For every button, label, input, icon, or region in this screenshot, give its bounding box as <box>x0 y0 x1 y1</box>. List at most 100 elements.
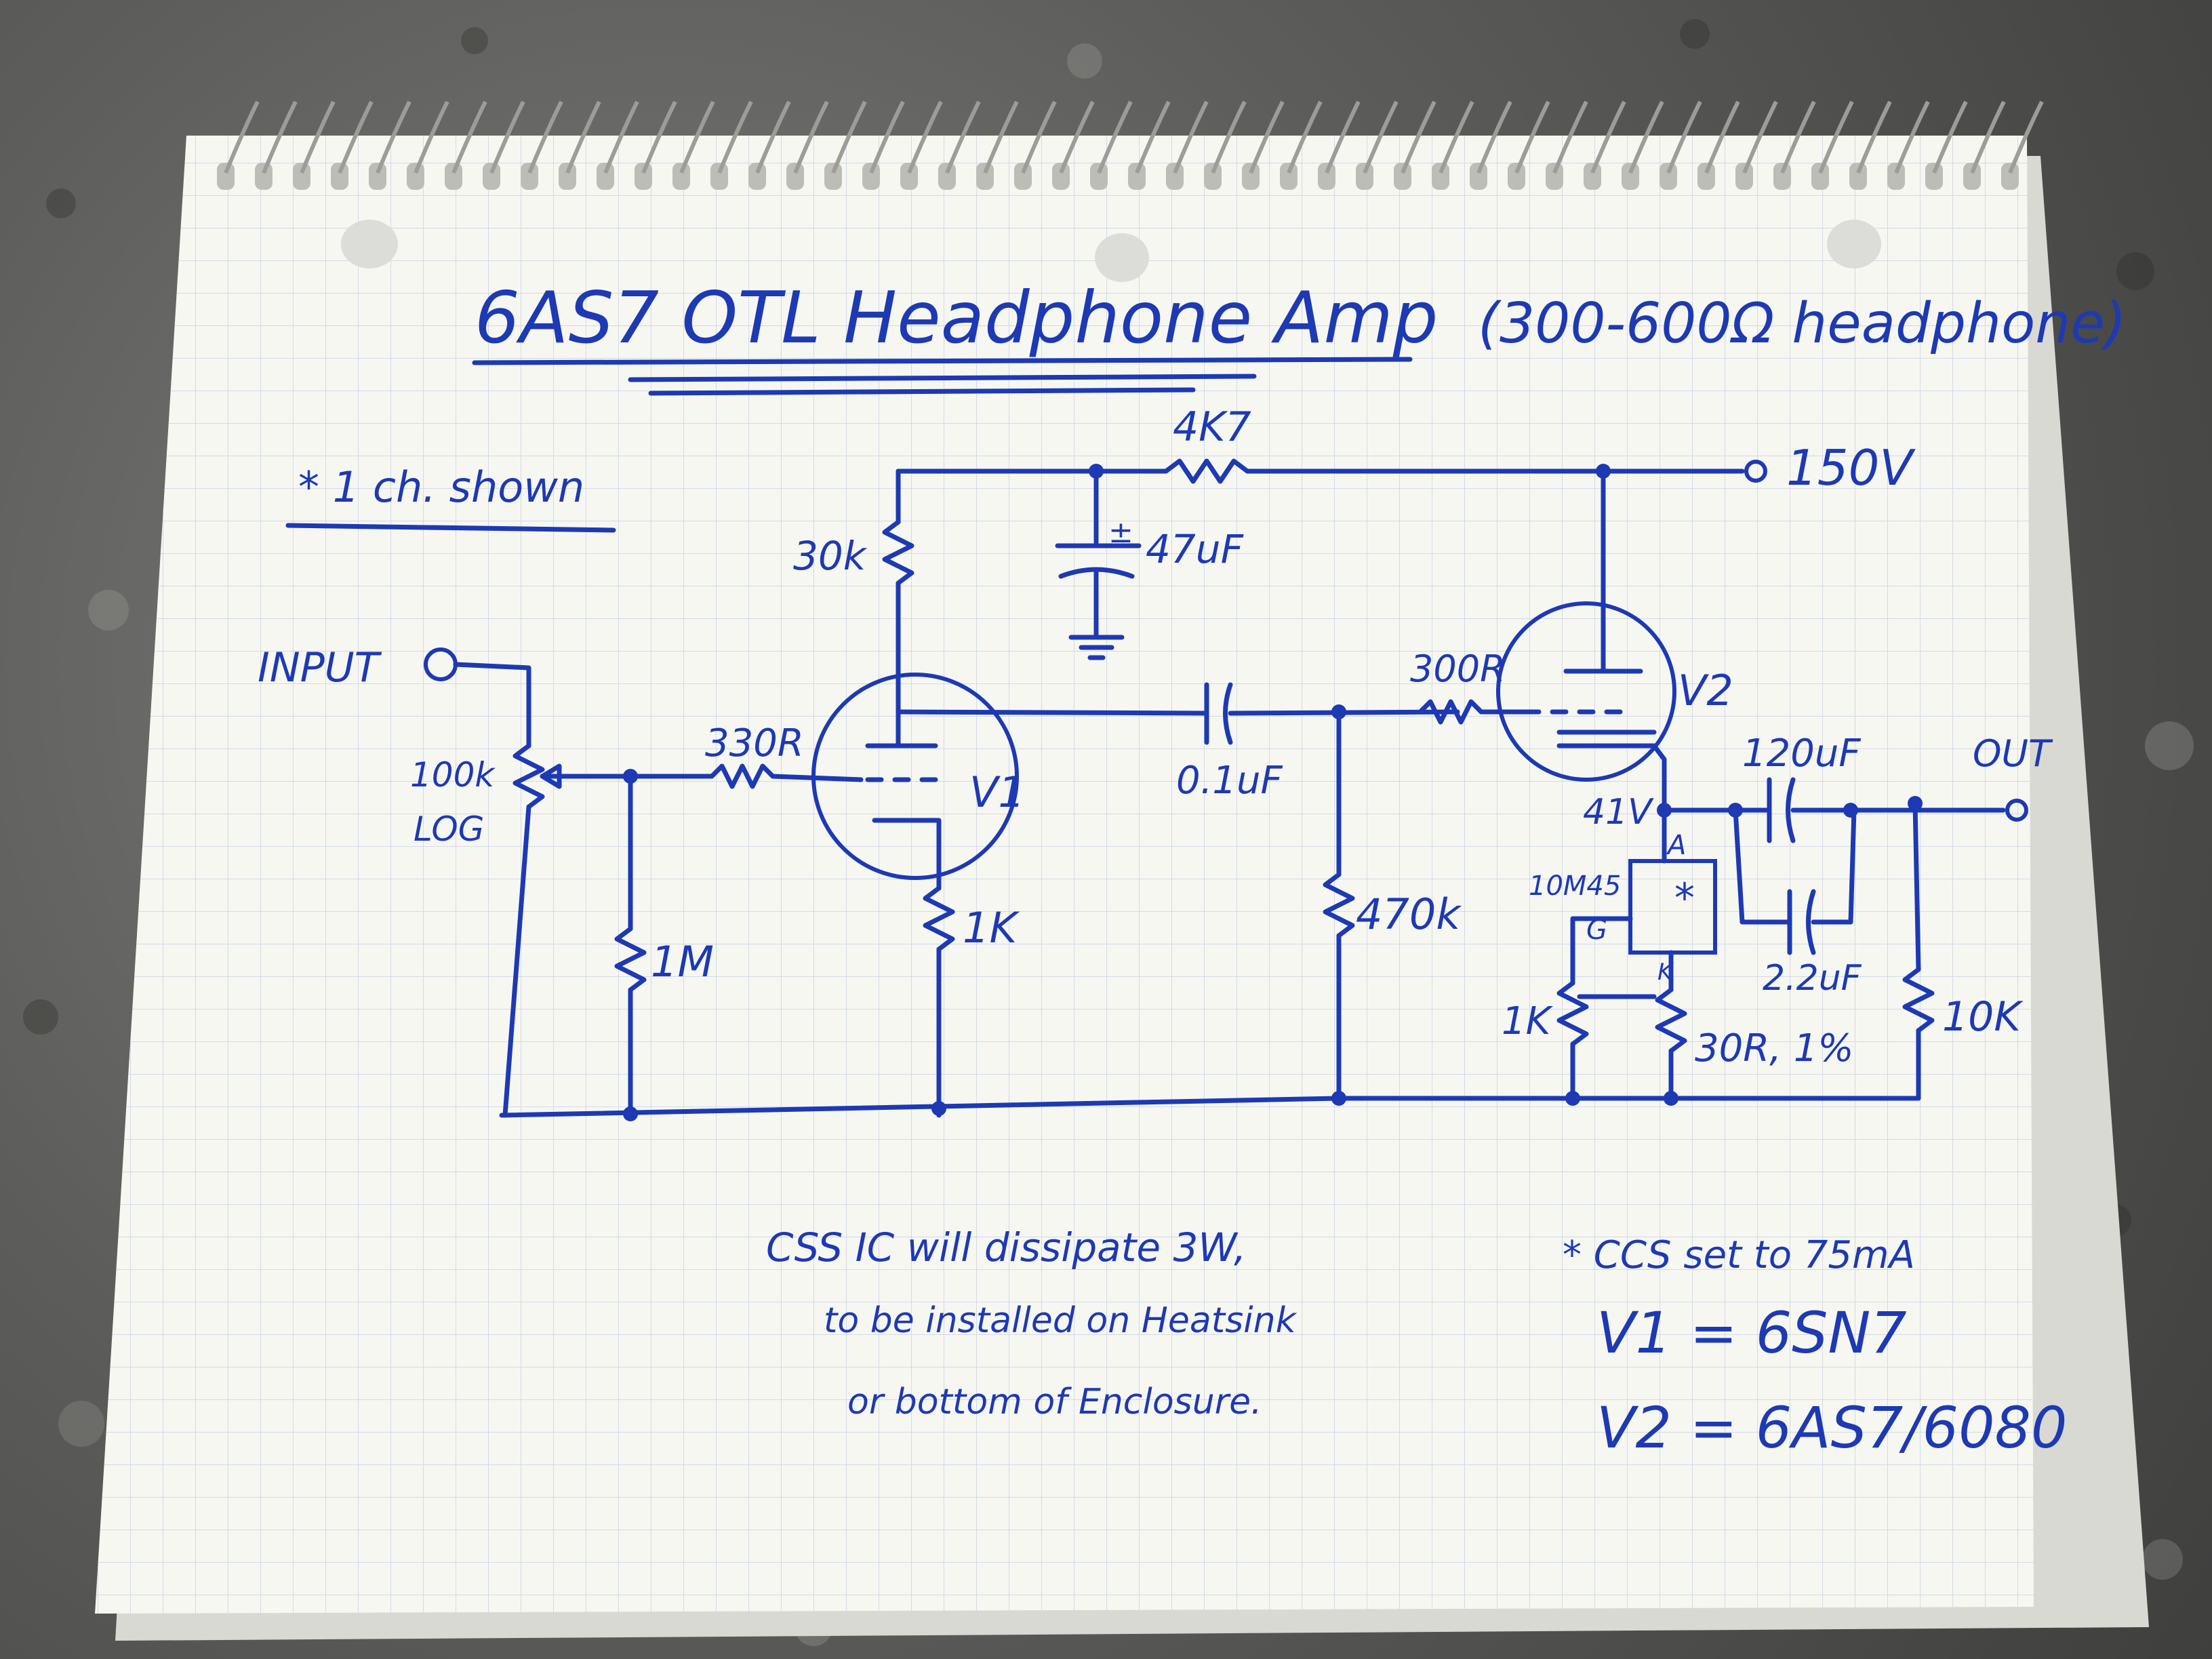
spiral-coil <box>376 100 411 174</box>
spiral-hole <box>1963 163 1981 190</box>
spiral-hole <box>521 163 538 190</box>
label-pot-100k: 100k <box>410 755 496 795</box>
spiral-hole <box>938 163 956 190</box>
spiral-coil <box>1363 100 1399 174</box>
spiral-hole <box>1660 163 1677 190</box>
spiral-hole <box>1318 163 1335 190</box>
spiral-coil <box>793 100 829 174</box>
spiral-coil <box>565 100 601 174</box>
spiral-coil <box>1476 100 1512 174</box>
spiral-hole <box>331 163 348 190</box>
spiral-hole <box>1622 163 1639 190</box>
spiral-hole <box>1508 163 1525 190</box>
spiral-hole <box>1014 163 1032 190</box>
title-underline-1 <box>472 357 1413 365</box>
spiral-hole <box>1925 163 1943 190</box>
label-input: INPUT <box>258 644 382 692</box>
page-subtitle: (300-600Ω headphone) <box>1478 292 2127 356</box>
spiral-hole <box>1546 163 1563 190</box>
spiral-coil <box>1932 100 1968 174</box>
spiral-coil <box>1970 100 2006 174</box>
spiral-coil <box>1818 100 1854 174</box>
note-v1-equals: V1 = 6SN7 <box>1596 1300 1907 1366</box>
note-css-line2: to be installed on Heatsink <box>824 1300 1298 1341</box>
spiral-coil <box>1894 100 1930 174</box>
spiral-coil <box>945 100 981 174</box>
spiral-hole <box>255 163 273 190</box>
spiral-hole <box>293 163 310 190</box>
label-c-47uf-plus: ± <box>1108 515 1133 550</box>
spiral-hole <box>1394 163 1411 190</box>
spiral-coil <box>755 100 791 174</box>
label-supply-voltage: 150V <box>1786 439 1916 496</box>
note-v2-equals: V2 = 6AS7/6080 <box>1596 1395 2067 1461</box>
label-pin-k: K <box>1657 959 1674 986</box>
label-r-1m: 1M <box>651 937 714 986</box>
spiral-coil <box>1780 100 1816 174</box>
spiral-hole <box>1773 163 1791 190</box>
spiral-hole <box>635 163 652 190</box>
spiral-coil <box>1401 100 1436 174</box>
spiral-coil <box>1287 100 1323 174</box>
spiral-coil <box>1628 100 1664 174</box>
label-r-330r: 330R <box>705 721 804 765</box>
spiral-hole <box>445 163 462 190</box>
spiral-hole <box>1166 163 1184 190</box>
spiral-coil <box>338 100 374 174</box>
spiral-coil <box>2008 100 2044 174</box>
spiral-coil <box>907 100 943 174</box>
spiral-hole <box>1849 163 1867 190</box>
note-css-line1: CSS IC will dissipate 3W, <box>766 1224 1247 1271</box>
label-output: OUT <box>1973 732 2053 775</box>
spiral-coil <box>1439 100 1474 174</box>
label-c-120uf: 120uF <box>1742 732 1861 776</box>
spiral-coil <box>1590 100 1626 174</box>
spiral-coil <box>717 100 753 174</box>
spiral-hole <box>976 163 994 190</box>
spiral-hole <box>1090 163 1108 190</box>
title-underline-2 <box>628 374 1257 382</box>
spiral-hole <box>824 163 842 190</box>
schematic <box>424 458 2028 1121</box>
spiral-coil <box>1742 100 1778 174</box>
spiral-coil <box>831 100 867 174</box>
label-r-470k: 470k <box>1356 890 1462 939</box>
spiral-hole <box>862 163 880 190</box>
label-r-30k: 30k <box>793 533 868 579</box>
spiral-hole <box>597 163 614 190</box>
punch-hole-middle <box>1095 233 1149 282</box>
label-pin-g: G <box>1586 915 1607 946</box>
spiral-hole <box>1470 163 1487 190</box>
label-c-47uf: 47uF <box>1146 526 1245 572</box>
spiral-hole <box>559 163 576 190</box>
spiral-coil <box>224 100 260 174</box>
spiral-hole <box>710 163 728 190</box>
label-r-1k-ccs: 1K <box>1502 999 1554 1043</box>
spiral-coil <box>1173 100 1209 174</box>
spiral-coil <box>300 100 336 174</box>
spiral-hole <box>786 163 804 190</box>
spiral-coil <box>527 100 563 174</box>
title-underline-3 <box>648 387 1196 396</box>
spiral-coil <box>1666 100 1702 174</box>
spiral-coil <box>679 100 715 174</box>
label-c-01uf: 0.1uF <box>1176 759 1283 803</box>
page-title: 6AS7 OTL Headphone Amp <box>475 277 1438 359</box>
spiral-hole <box>1811 163 1829 190</box>
spiral-hole <box>672 163 690 190</box>
spiral-coil <box>414 100 449 174</box>
spiral-coil <box>1059 100 1095 174</box>
spiral-hole <box>1887 163 1905 190</box>
spiral-coil <box>1704 100 1740 174</box>
spiral-hole <box>1584 163 1601 190</box>
spiral-coil <box>983 100 1019 174</box>
label-r-1k-cathode: 1K <box>963 903 1020 953</box>
spiral-coil <box>1249 100 1285 174</box>
spiral-coil <box>1514 100 1550 174</box>
spiral-coil <box>869 100 905 174</box>
punch-hole-left <box>341 220 398 268</box>
channel-note: * 1 ch. shown <box>298 462 584 512</box>
label-node-41v: 41V <box>1583 792 1654 833</box>
spiral-hole <box>1204 163 1222 190</box>
